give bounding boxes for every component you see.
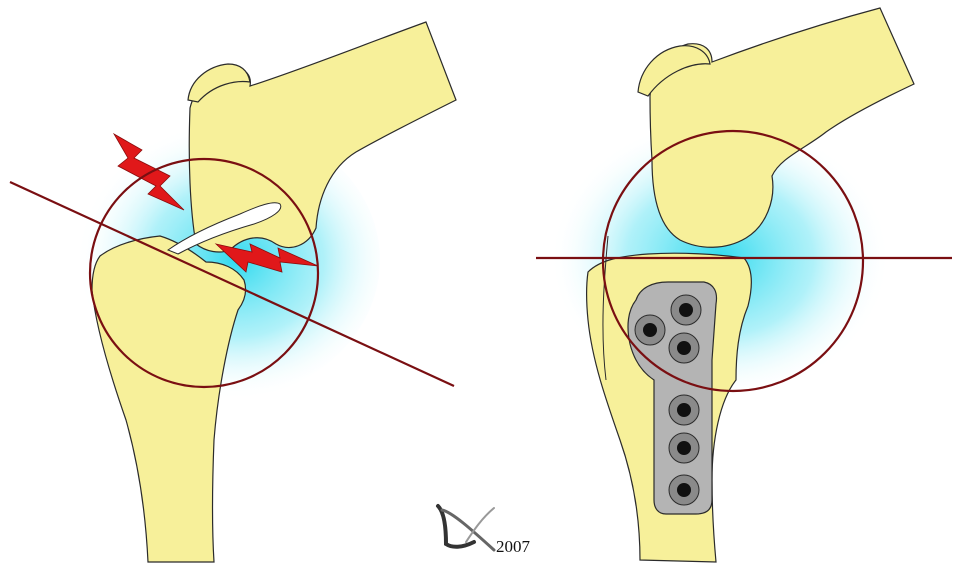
screw-icon	[669, 475, 699, 505]
panel-left	[10, 22, 456, 562]
screw-icon	[635, 315, 665, 345]
signature-year: 2007	[496, 537, 530, 557]
panel-right	[536, 8, 952, 562]
screw-icon	[671, 295, 701, 325]
screw-icon	[669, 433, 699, 463]
screw-icon	[669, 395, 699, 425]
screw-icon	[669, 333, 699, 363]
author-monogram-icon	[438, 506, 494, 550]
